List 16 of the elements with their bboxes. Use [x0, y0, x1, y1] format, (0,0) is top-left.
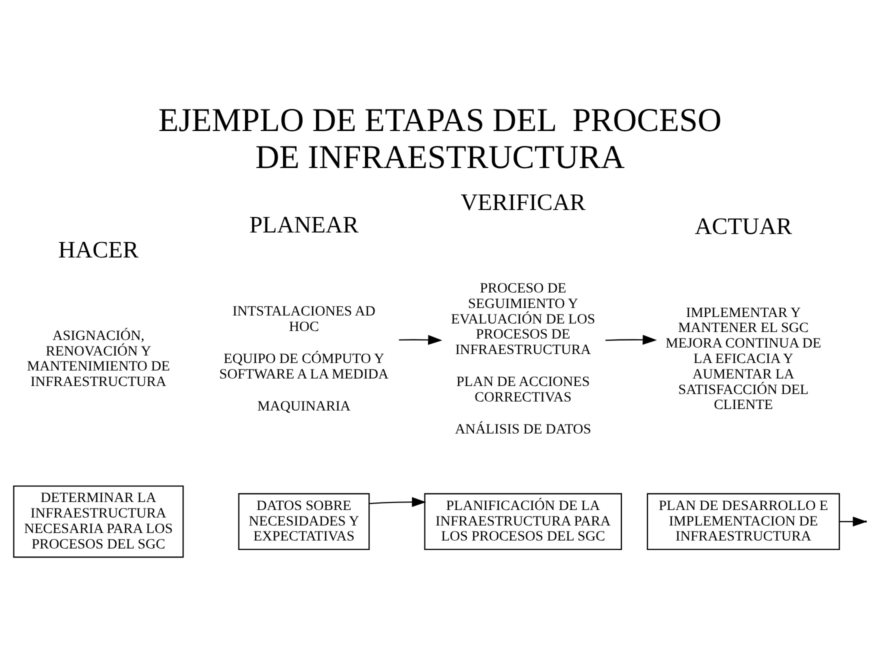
label: PLANEAR: [248, 212, 358, 239]
label: VERIFICAR: [460, 190, 586, 216]
node-box: DATOS SOBRE NECESIDADES Y EXPECTATIVAS: [238, 493, 370, 550]
node-text: ASIGNACIÓN, RENOVACIÓN Y MANTENIMIENTO DE INFRAESTRUCTURA: [26, 328, 170, 390]
node-text: PROCESO DE SEGUIMIENTO Y EVALUACIÓN DE LOS PROCESOS DE INFRAESTRUCTURA PLAN DE ACCIONES CORRECTIVAS ANÁLISIS DE DATOS: [450, 280, 595, 438]
label: HACER: [58, 237, 138, 264]
arrow: [369, 497, 426, 508]
label: ACTUAR: [694, 214, 792, 240]
node-box: PLANIFICACIÓN DE LA INFRAESTRUCTURA PARA LOS PROCESOS DEL SGC: [424, 493, 622, 550]
node-box: DETERMINAR LA INFRAESTRUCTURA NECESARIA PARA LOS PROCESOS DEL SGC: [12, 485, 184, 558]
node-text: IMPLEMENTAR Y MANTENER EL SGC MEJORA CONTINUA DE LA EFICACIA Y AUMENTAR LA SATISFACCIÓN DEL CLIENTE: [665, 304, 821, 414]
diagram-title: EJEMPLO DE ETAPAS DEL PROCESO DE INFRAESTRUCTURA: [158, 102, 722, 176]
arrow: [398, 334, 442, 345]
node-box: PLAN DE DESARROLLO E IMPLEMENTACION DE INFRAESTRUCTURA: [646, 493, 840, 550]
arrow: [604, 334, 656, 345]
node-text: INTSTALACIONES AD HOC EQUIPO DE CÓMPUTO Y SOFTWARE A LA MEDIDA MAQUINARIA: [218, 304, 388, 414]
